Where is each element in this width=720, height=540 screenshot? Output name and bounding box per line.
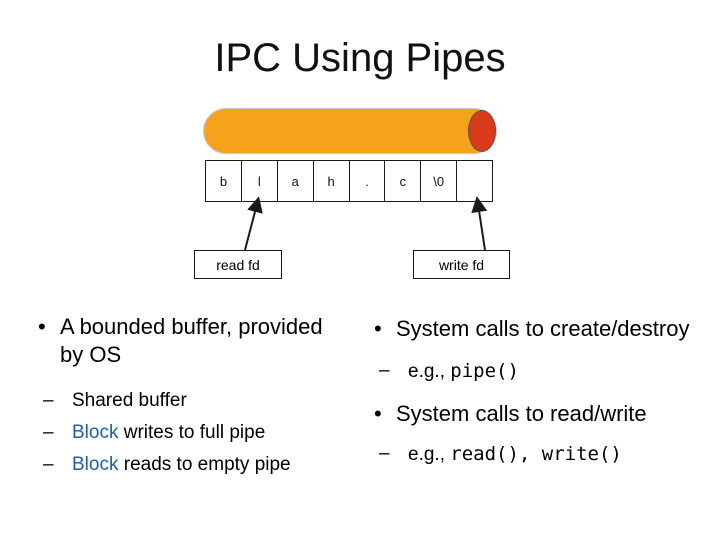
dash-icon: – <box>379 360 390 381</box>
buffer-cell: . <box>350 161 386 201</box>
dash-icon: – <box>43 422 54 443</box>
dash-icon: – <box>43 390 54 411</box>
buffer-cell: b <box>206 161 242 201</box>
sub-item-block-writes: – Block writes to full pipe <box>26 417 346 449</box>
pipe-end-cap <box>468 110 496 152</box>
highlight-block: Block <box>72 454 119 475</box>
buffer-cell: \0 <box>421 161 458 201</box>
bullet-dot-icon: • <box>374 401 382 426</box>
right-column: • System calls to create/destroy – e.g.,… <box>362 315 702 471</box>
write-fd-label: write fd <box>413 250 510 279</box>
code-pipe: pipe() <box>450 360 519 382</box>
buffer-cell: h <box>314 161 350 201</box>
pipe-body <box>203 108 497 154</box>
pipe-buffer: b l a h . c \0 <box>205 160 493 202</box>
dash-icon: – <box>43 454 54 475</box>
bullet-bounded-buffer: • A bounded buffer, provided by OS <box>38 314 323 367</box>
highlight-block: Block <box>72 422 119 443</box>
buffer-cell: a <box>278 161 314 201</box>
bullet-dot-icon: • <box>374 316 382 341</box>
read-fd-label: read fd <box>194 250 282 279</box>
read-fd-arrow <box>244 196 263 251</box>
bullet-read-write: • System calls to read/write <box>374 401 647 426</box>
buffer-cell: c <box>385 161 422 201</box>
write-fd-arrow <box>471 196 488 251</box>
sub-item-read-write-example: – e.g., read(), write() <box>362 438 702 471</box>
buffer-cell: l <box>242 161 278 201</box>
slide-title: IPC Using Pipes <box>214 36 506 80</box>
left-column: • A bounded buffer, provided by OS – Sha… <box>26 313 346 481</box>
sub-item-pipe-example: – e.g., pipe() <box>362 355 702 388</box>
bullet-dot-icon: • <box>38 314 46 339</box>
bullet-create-destroy: • System calls to create/destroy <box>374 316 690 341</box>
sub-item-shared-buffer: – Shared buffer <box>26 385 346 417</box>
dash-icon: – <box>379 443 390 464</box>
sub-item-block-reads: – Block reads to empty pipe <box>26 449 346 481</box>
code-read-write: read(), write() <box>450 443 622 465</box>
